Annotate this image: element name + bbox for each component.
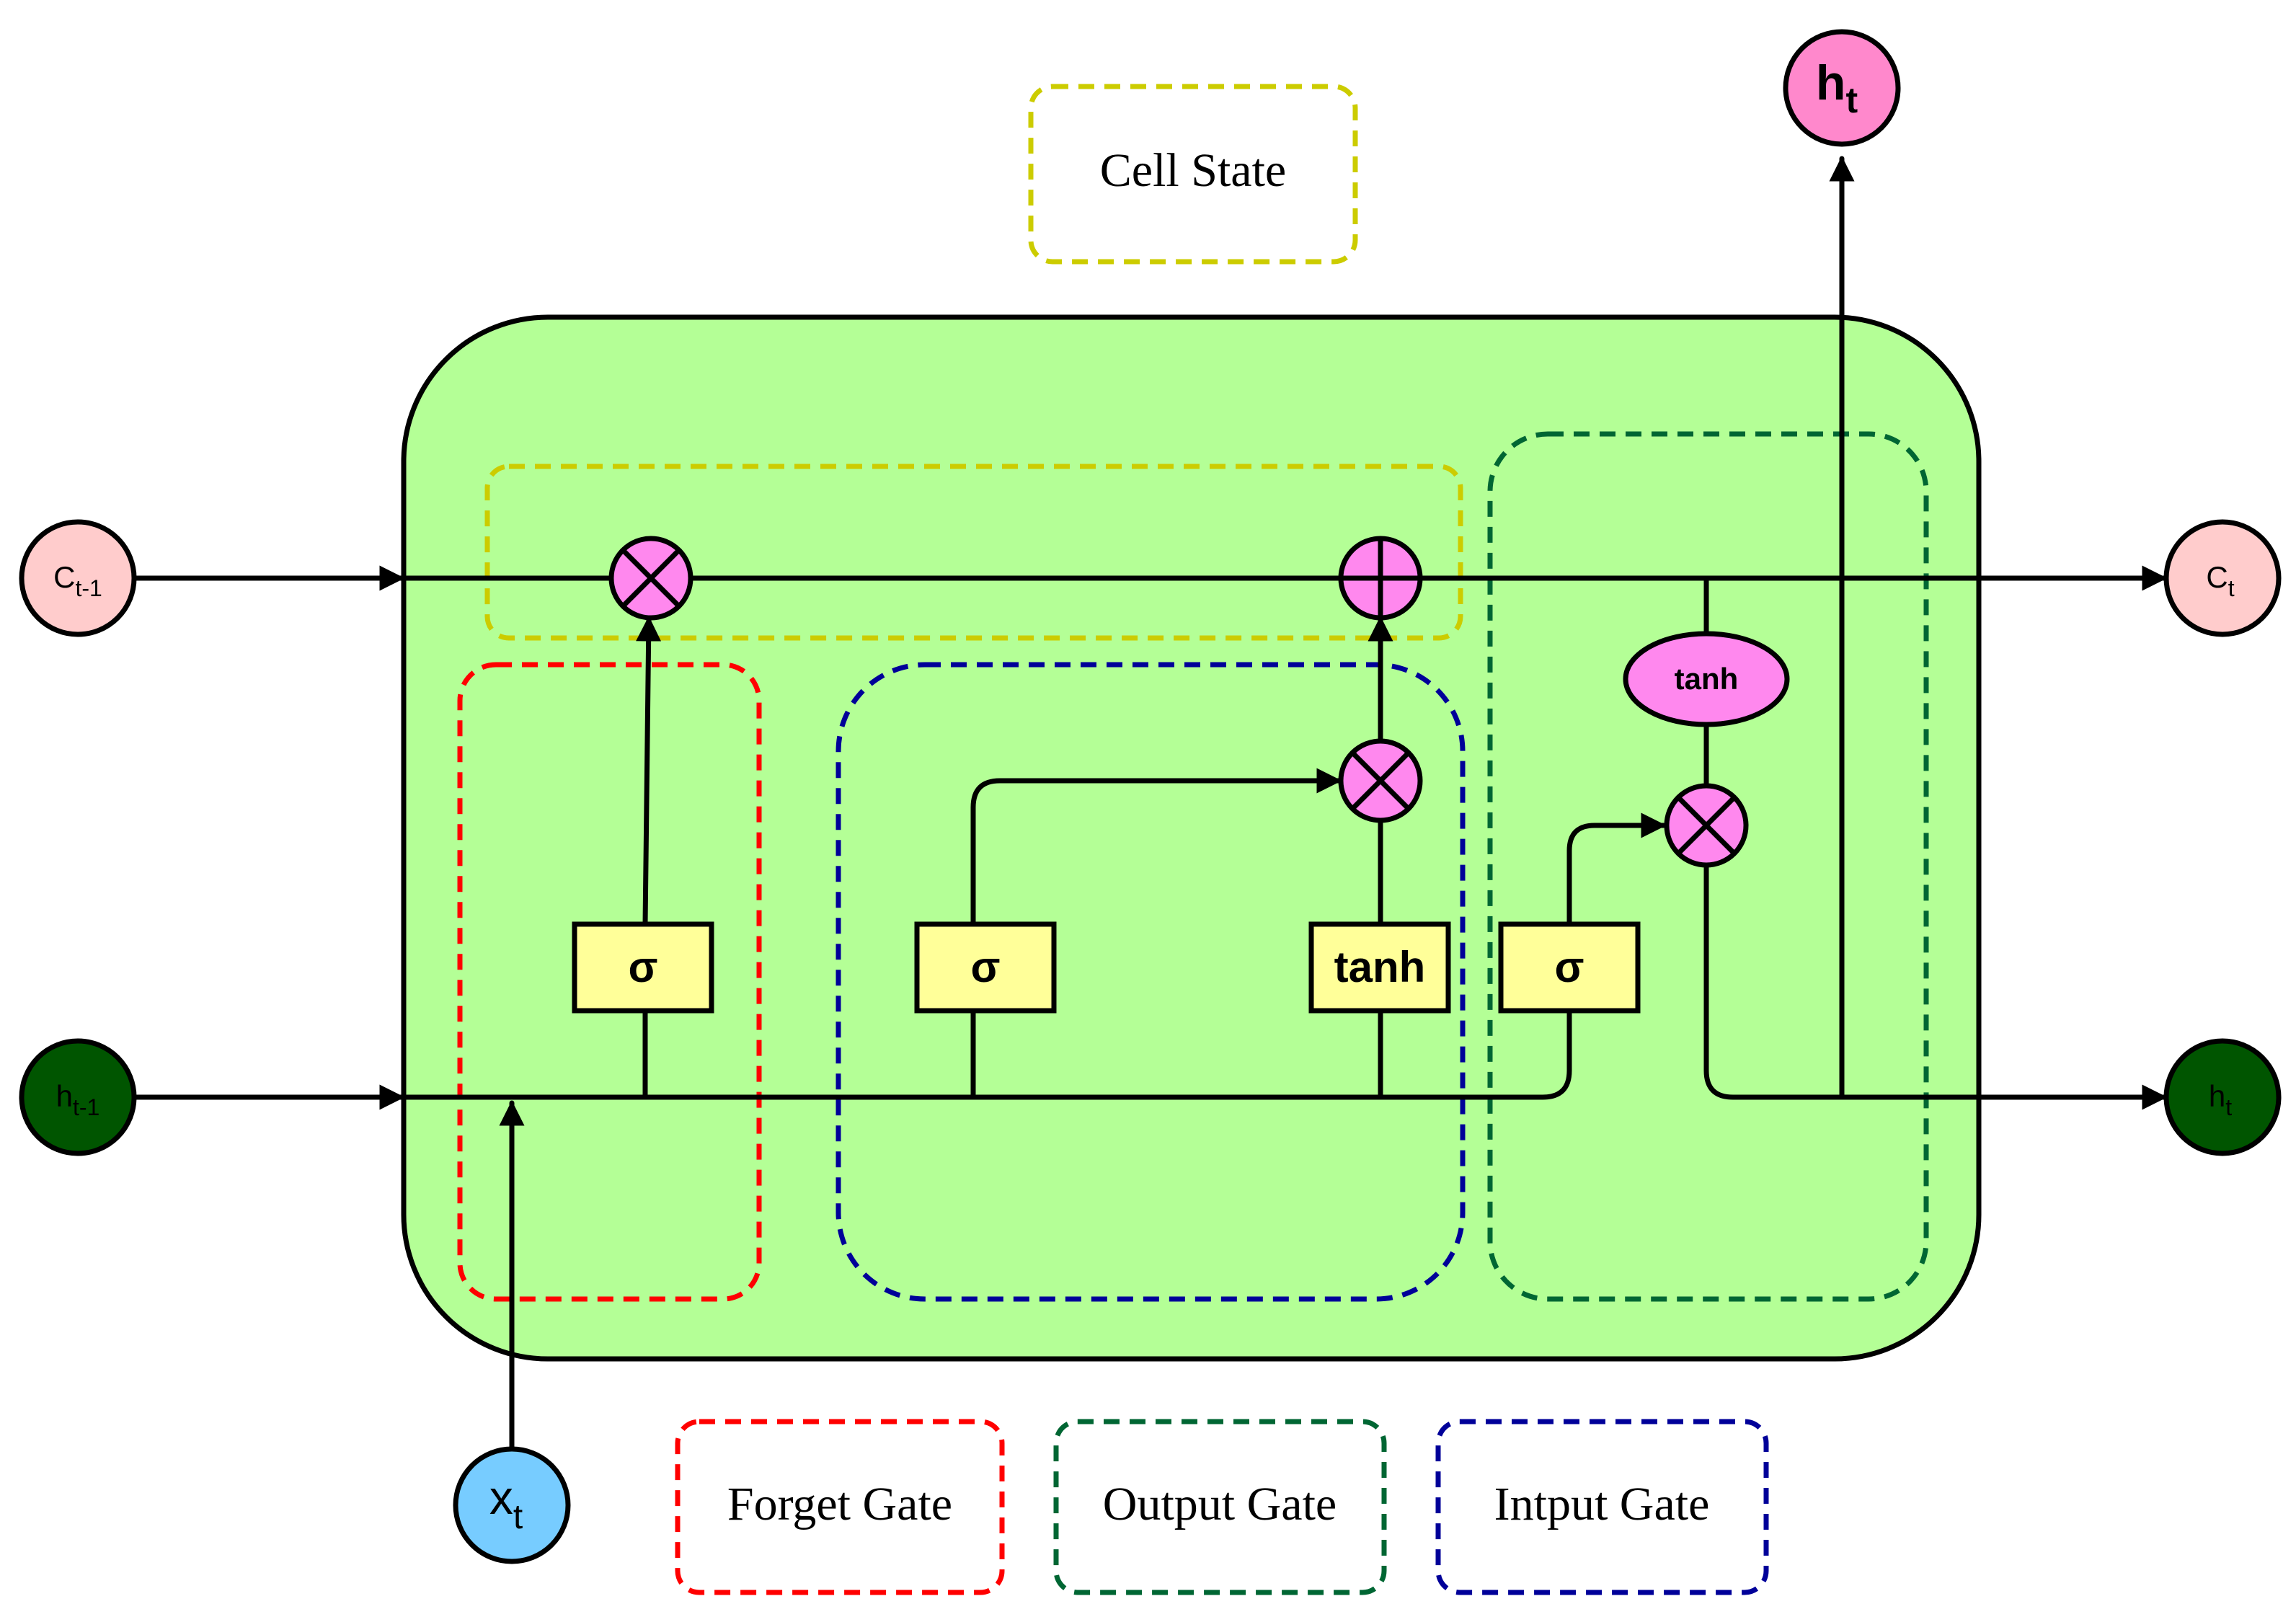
input-tanh-box — [1308, 921, 1451, 1014]
svg-text:Intput Gate: Intput Gate — [1494, 1478, 1710, 1530]
forget-sigma-label: σ — [628, 943, 657, 991]
input-tanh-label: tanh — [1334, 943, 1426, 991]
output-gate-region — [1487, 431, 1929, 1302]
legend-input-gate: Intput Gate — [1435, 1419, 1769, 1595]
svg-text:xt: xt — [489, 1471, 523, 1536]
svg-text:ht-1: ht-1 — [56, 1079, 100, 1120]
svg-text:Ct: Ct — [2206, 560, 2234, 601]
svg-text:Forget Gate: Forget Gate — [727, 1478, 952, 1530]
svg-text:Ct-1: Ct-1 — [53, 560, 102, 601]
h-t-node-top: ht — [1783, 29, 1901, 147]
c-prev-node: Ct-1 — [19, 519, 137, 637]
forget-multiply-op — [608, 536, 693, 621]
output-mult-down-wire — [1703, 864, 2168, 1110]
output-tanh-label: tanh — [1675, 662, 1739, 696]
input-sigma-out-wire — [970, 768, 1342, 927]
legend-output-gate: Output Gate — [1053, 1419, 1387, 1595]
svg-text:ht: ht — [1816, 56, 1858, 120]
h-t-node-right: ht — [2163, 1038, 2282, 1156]
svg-text:ht: ht — [2209, 1079, 2232, 1120]
c-t-node: Ct — [2163, 519, 2282, 637]
legend-forget-gate: Forget Gate — [675, 1419, 1005, 1595]
output-sigma-box — [1498, 921, 1641, 1014]
input-sigma-box — [914, 921, 1057, 1014]
input-multiply-op — [1338, 738, 1423, 823]
output-sigma-label: σ — [1554, 943, 1584, 991]
svg-text:Output Gate: Output Gate — [1103, 1478, 1337, 1530]
output-sigma-out-wire — [1566, 812, 1667, 927]
forget-sigma-out-wire — [636, 616, 662, 927]
input-gate-region — [835, 662, 1466, 1302]
forget-gate-region — [457, 662, 762, 1302]
cell-add-op — [1338, 536, 1423, 621]
h-prev-node: ht-1 — [19, 1038, 137, 1156]
legend-cell-state: Cell State — [1028, 84, 1358, 265]
cell-state-region — [484, 464, 1463, 641]
svg-text:Cell State: Cell State — [1100, 144, 1286, 197]
xt-node: xt — [453, 1446, 571, 1564]
input-sigma-label: σ — [970, 943, 1000, 991]
forget-sigma-box — [572, 921, 714, 1014]
output-tanh-ellipse — [1623, 631, 1790, 727]
hidden-bus — [401, 1008, 1572, 1100]
output-multiply-op — [1664, 783, 1749, 868]
